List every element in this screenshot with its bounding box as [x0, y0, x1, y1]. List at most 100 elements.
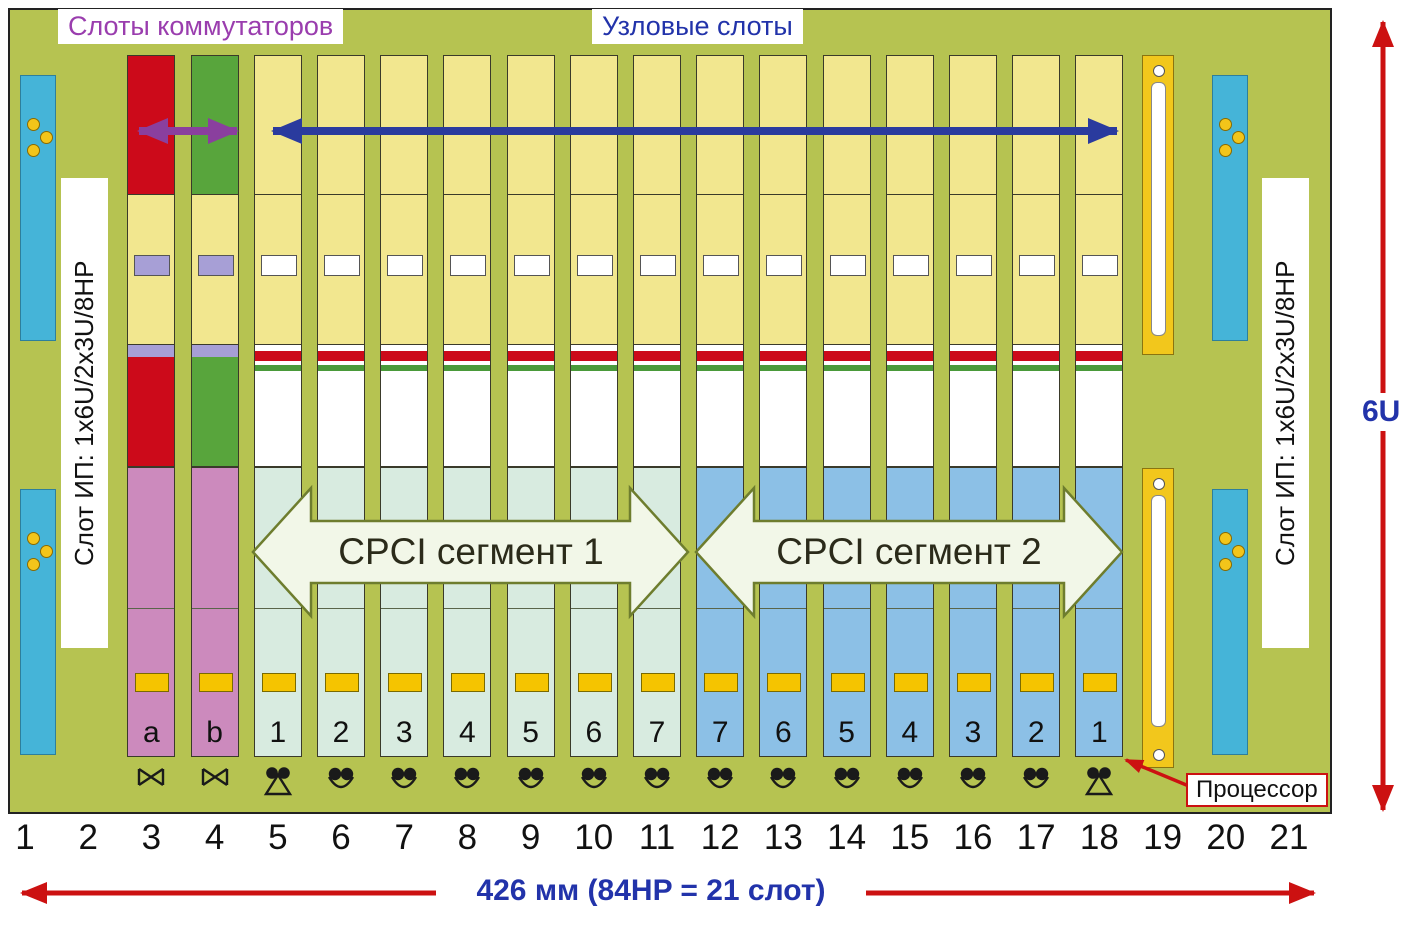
stripe [633, 361, 681, 365]
stripe [1012, 361, 1061, 365]
red-stripe [1075, 351, 1124, 361]
card-mid-section [253, 195, 302, 345]
green-stripe [949, 365, 997, 371]
card-mid-section [949, 195, 997, 345]
green-stripe [633, 365, 681, 371]
green-stripe [253, 365, 302, 371]
node-icon [317, 767, 365, 798]
slot-number-13: 13 [763, 818, 803, 857]
power-pin-dot [1219, 144, 1232, 157]
stripe [759, 345, 808, 351]
red-stripe [949, 351, 997, 361]
mezzanine-connector [387, 255, 424, 276]
rail-hole [1153, 478, 1165, 490]
card-blank-band [885, 371, 934, 467]
power-pin-dot [27, 144, 40, 157]
card-label: 3 [395, 716, 413, 749]
section-divider [128, 608, 175, 609]
stripe [380, 345, 429, 351]
mezzanine-connector [450, 255, 487, 276]
stripe [885, 345, 934, 351]
node-icon [949, 767, 997, 798]
stripe [949, 345, 997, 351]
processor-callout: Процессор [1186, 773, 1328, 807]
card-label: 7 [711, 716, 729, 749]
card-mid-section [569, 195, 618, 345]
red-stripe [696, 351, 745, 361]
card-blank-band [822, 371, 871, 467]
crossbar-icon [127, 767, 175, 792]
slot-number-15: 15 [890, 818, 930, 857]
power-slot-bar-right-bottom [1212, 489, 1248, 755]
card-color-band [127, 357, 176, 467]
stripe [253, 345, 302, 351]
card-label: 5 [522, 716, 539, 749]
mezzanine-connector [1082, 255, 1119, 276]
power-pin-dot [27, 532, 40, 545]
card-mid-section [822, 195, 871, 345]
card-blank-band [380, 371, 429, 467]
node-icon [633, 767, 681, 798]
green-stripe [1012, 365, 1061, 371]
gold-connector [451, 673, 486, 692]
card-label: 6 [585, 716, 603, 749]
rail-hole [1153, 65, 1165, 77]
card-blank-band [506, 371, 555, 467]
mezzanine-connector [197, 255, 234, 276]
processor-icon [254, 767, 302, 802]
power-slot-bar-right-top [1212, 75, 1248, 341]
crossbar-icon [191, 767, 239, 792]
slot-number-19: 19 [1143, 818, 1183, 857]
stripe [443, 345, 492, 351]
switch-slots-heading: Слоты коммутаторов [58, 9, 344, 44]
card-label: 6 [775, 716, 792, 749]
connector-stripe [127, 345, 176, 357]
gold-connector [957, 673, 991, 692]
gold-connector [704, 673, 739, 692]
power-pin-dot [1232, 545, 1245, 558]
red-stripe [822, 351, 871, 361]
stripe [317, 345, 365, 351]
card-mid-section [633, 195, 681, 345]
card-blank-band [696, 371, 745, 467]
slot-number-11: 11 [638, 818, 676, 857]
mezzanine-connector [1019, 255, 1056, 276]
gold-connector [514, 673, 549, 692]
card-blank-band [569, 371, 618, 467]
width-dimension-label: 426 мм (84HP = 21 слот) [436, 874, 866, 908]
power-pin-dot [40, 545, 53, 558]
card-mid-section [1012, 195, 1061, 345]
gold-connector [577, 673, 612, 692]
power-pin-dot [40, 131, 53, 144]
mezzanine-connector [892, 255, 929, 276]
gold-connector [893, 673, 928, 692]
green-stripe [885, 365, 934, 371]
card-mid-section [317, 195, 365, 345]
mezzanine-connector [576, 255, 613, 276]
height-dimension-label: 6U [1356, 393, 1407, 431]
slot-number-9: 9 [520, 818, 541, 857]
stripe [633, 345, 681, 351]
green-stripe [317, 365, 365, 371]
stripe [317, 361, 365, 365]
stripe [1075, 361, 1124, 365]
power-pin-dot [27, 558, 40, 571]
rail-slot-opening [1151, 82, 1166, 336]
card-mid-section [1075, 195, 1124, 345]
gold-connector [830, 673, 865, 692]
card-mid-section [759, 195, 808, 345]
card-label: b [206, 716, 223, 749]
red-stripe [380, 351, 429, 361]
stripe [380, 361, 429, 365]
stripe [885, 361, 934, 365]
node-icon [696, 767, 744, 798]
card-mid-section [885, 195, 934, 345]
stripe [759, 361, 808, 365]
card-label: 4 [459, 716, 476, 749]
red-stripe [569, 351, 618, 361]
card-blank-band [443, 371, 492, 467]
stripe [696, 345, 745, 351]
card-label: 3 [964, 716, 982, 749]
